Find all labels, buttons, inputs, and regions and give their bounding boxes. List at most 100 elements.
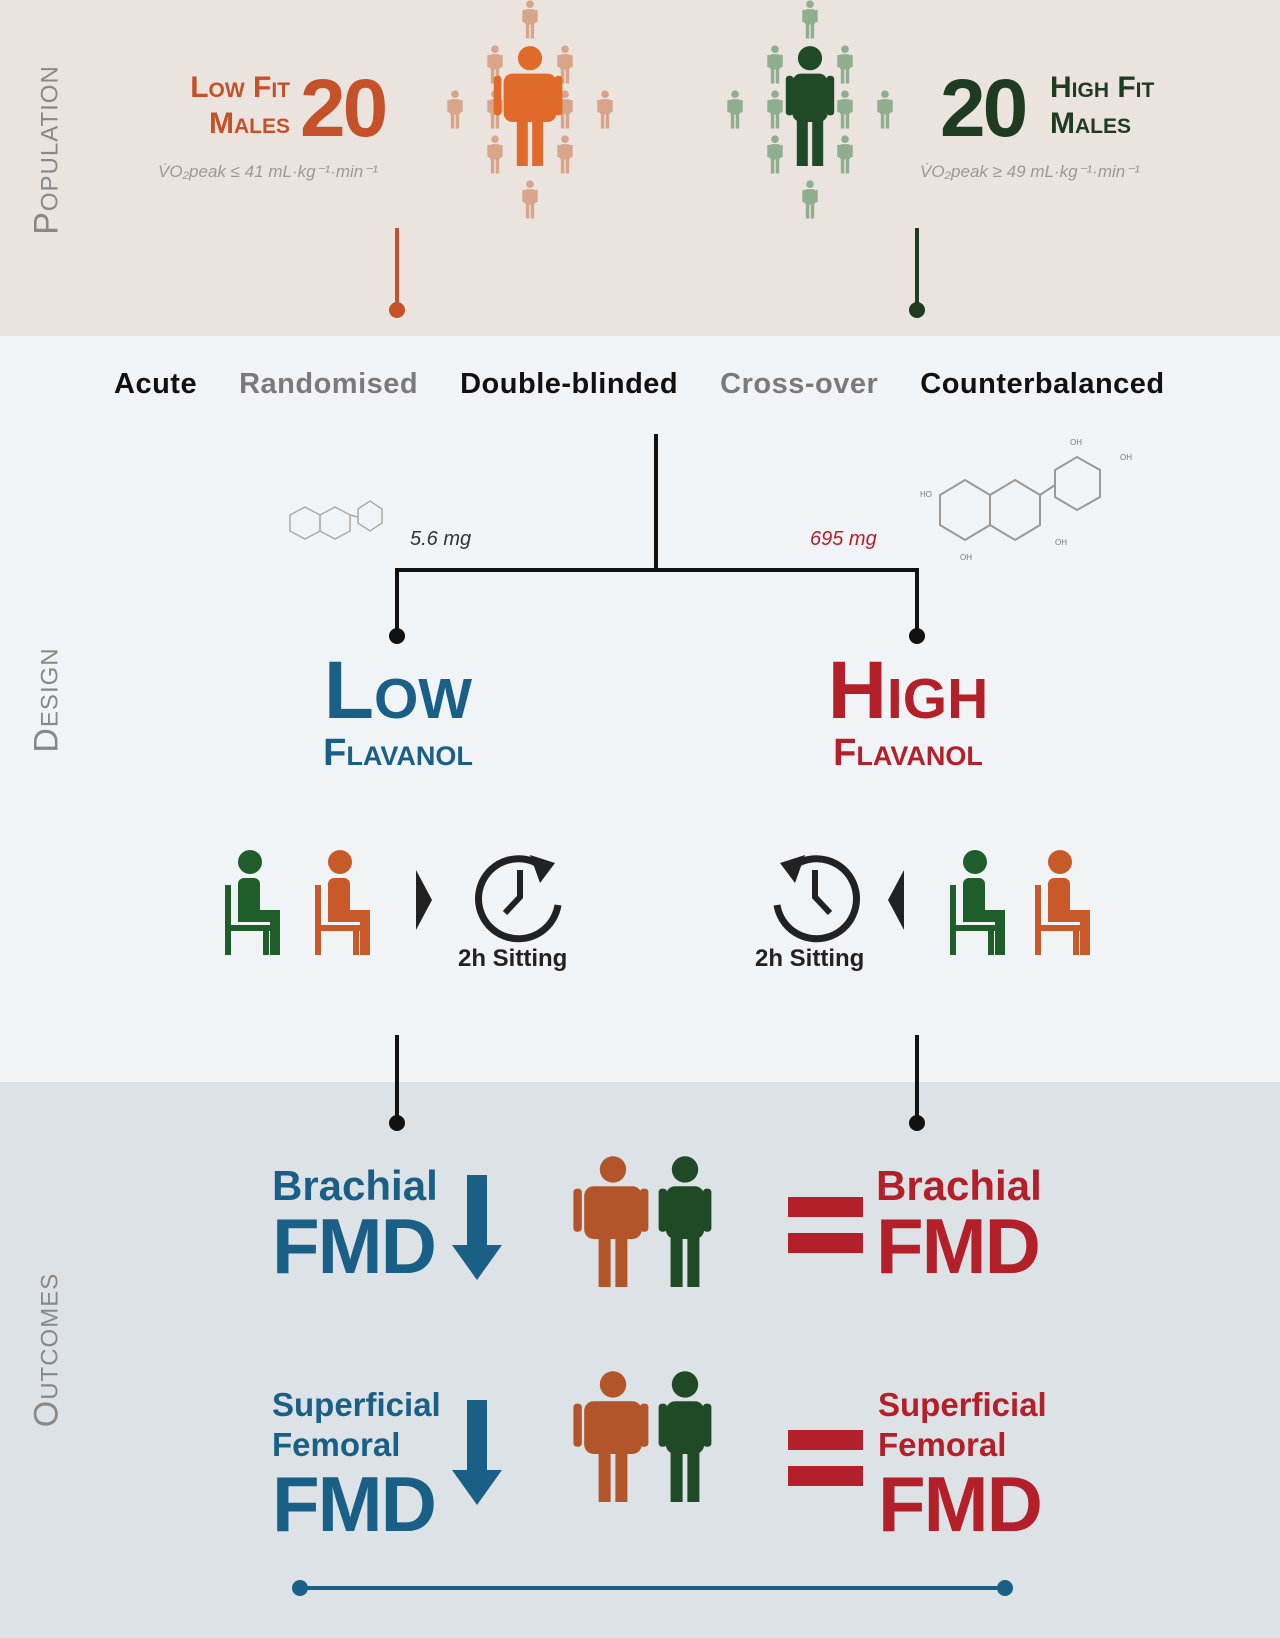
decrease-arrow-icon	[452, 1400, 502, 1505]
femoral-high-line1: Superficial	[878, 1386, 1047, 1423]
standing-participants-legs-icon	[573, 1371, 712, 1502]
low-flavanol-title: Low Flavanol	[323, 650, 473, 775]
femoral-low-line1: Superficial	[272, 1386, 441, 1423]
high-flavanol-title-main: High	[827, 645, 989, 736]
person-icon	[802, 180, 818, 219]
svg-text:OH: OH	[960, 553, 972, 562]
seated-person-icon	[315, 850, 370, 955]
low-flavanol-subtitle: Flavanol	[323, 732, 473, 774]
svg-text:HO: HO	[920, 490, 932, 499]
seated-participants-right-icon	[950, 850, 1090, 955]
seated-person-icon	[950, 850, 1005, 955]
equal-sign-icon	[788, 1430, 863, 1486]
low-fit-line2: Males	[209, 107, 290, 140]
brachial-low-line2: FMD	[272, 1202, 437, 1290]
person-icon	[557, 135, 573, 174]
high-branch-dot	[909, 628, 925, 644]
attribute-double-blinded: Double-blinded	[460, 368, 679, 400]
low-fit-count: 20	[300, 63, 388, 154]
high-fit-people-icon	[727, 0, 893, 219]
femoral-fmd-low: Superficial Femoral FMD	[272, 1385, 441, 1543]
arrow-left-icon	[888, 870, 904, 930]
person-icon	[557, 45, 573, 84]
low-outcome-connector	[395, 1035, 399, 1120]
equal-sign-icon	[788, 1197, 863, 1253]
flavanol-molecule-large-icon: HO OH OH OH OH	[920, 438, 1132, 562]
person-icon	[767, 90, 783, 129]
attribute-acute: Acute	[114, 368, 198, 400]
section-label-design: Design	[27, 647, 66, 753]
high-fit-line1: High Fit	[1050, 71, 1155, 104]
person-icon	[573, 1156, 649, 1287]
seated-person-icon	[1035, 850, 1090, 955]
person-icon	[727, 90, 743, 129]
person-icon	[522, 180, 538, 219]
person-icon	[522, 0, 538, 39]
femoral-low-line3: FMD	[272, 1460, 437, 1548]
clock-forward-icon	[475, 855, 562, 943]
seated-person-icon	[225, 850, 280, 955]
brachial-low-line1: Brachial	[272, 1162, 438, 1209]
svg-text:OH: OH	[1120, 453, 1132, 462]
low-fit-connector	[395, 228, 399, 308]
person-icon	[837, 90, 853, 129]
low-branch	[395, 568, 399, 633]
design-band	[0, 336, 1280, 1082]
high-fit-label: High Fit Males	[1050, 70, 1154, 142]
high-dose: 695 mg	[810, 528, 877, 550]
sitting-label-right: 2h Sitting	[755, 945, 865, 972]
low-dose: 5.6 mg	[410, 528, 472, 550]
bottom-line-dot-left	[292, 1580, 308, 1596]
clock-backward-icon	[773, 855, 860, 943]
attribute-randomised: Randomised	[239, 368, 419, 400]
low-branch-dot	[389, 628, 405, 644]
svg-text:OH: OH	[1055, 538, 1067, 547]
person-icon	[785, 46, 835, 166]
femoral-fmd-high: Superficial Femoral FMD	[878, 1385, 1047, 1543]
attribute-cross-over: Cross-over	[720, 368, 879, 400]
high-flavanol-title: High Flavanol	[828, 650, 989, 775]
person-icon	[573, 1371, 649, 1502]
high-fit-connector-dot	[909, 302, 925, 318]
person-icon	[767, 45, 783, 84]
design-attributes: Acute Randomised Double-blinded Cross-ov…	[114, 368, 1165, 401]
standing-participants-icon	[573, 1156, 712, 1287]
high-flavanol-subtitle: Flavanol	[833, 732, 983, 774]
attribute-counterbalanced: Counterbalanced	[920, 368, 1165, 400]
design-trunk-line	[654, 434, 658, 572]
high-outcome-connector	[915, 1035, 919, 1120]
sitting-label-left: 2h Sitting	[458, 945, 568, 972]
population-band	[0, 0, 1280, 336]
brachial-fmd-low: Brachial FMD	[272, 1162, 438, 1290]
person-icon	[658, 1156, 712, 1287]
person-icon	[877, 90, 893, 129]
bottom-line-dot-right	[997, 1580, 1013, 1596]
person-icon	[802, 0, 818, 39]
section-label-outcomes: Outcomes	[27, 1272, 66, 1428]
high-branch	[915, 568, 919, 633]
low-flavanol-title-main: Low	[323, 645, 473, 736]
person-icon	[658, 1371, 712, 1502]
femoral-high-line3: FMD	[878, 1460, 1043, 1548]
design-branch-line	[395, 568, 919, 572]
high-fit-line2: Males	[1050, 107, 1131, 140]
person-icon	[493, 46, 563, 166]
brachial-high-line2: FMD	[876, 1202, 1041, 1290]
brachial-high-line1: Brachial	[876, 1162, 1042, 1209]
decrease-arrow-icon	[452, 1175, 502, 1280]
low-fit-line1: Low Fit	[190, 71, 290, 104]
person-icon	[447, 90, 463, 129]
low-fit-label: Low Fit Males	[180, 70, 290, 142]
person-icon	[837, 45, 853, 84]
flavanol-molecule-small-icon	[289, 500, 383, 540]
high-fit-criterion: V̇O₂peak ≥ 49 mL·kg⁻¹·min⁻¹	[920, 162, 1140, 181]
femoral-high-line2: Femoral	[878, 1426, 1007, 1463]
svg-text:OH: OH	[1070, 438, 1082, 447]
section-label-population: Population	[27, 65, 66, 235]
outcomes-band	[0, 1082, 1280, 1638]
high-fit-connector	[915, 228, 919, 308]
person-icon	[487, 135, 503, 174]
low-outcome-dot	[389, 1115, 405, 1131]
person-icon	[767, 135, 783, 174]
person-icon	[597, 90, 613, 129]
